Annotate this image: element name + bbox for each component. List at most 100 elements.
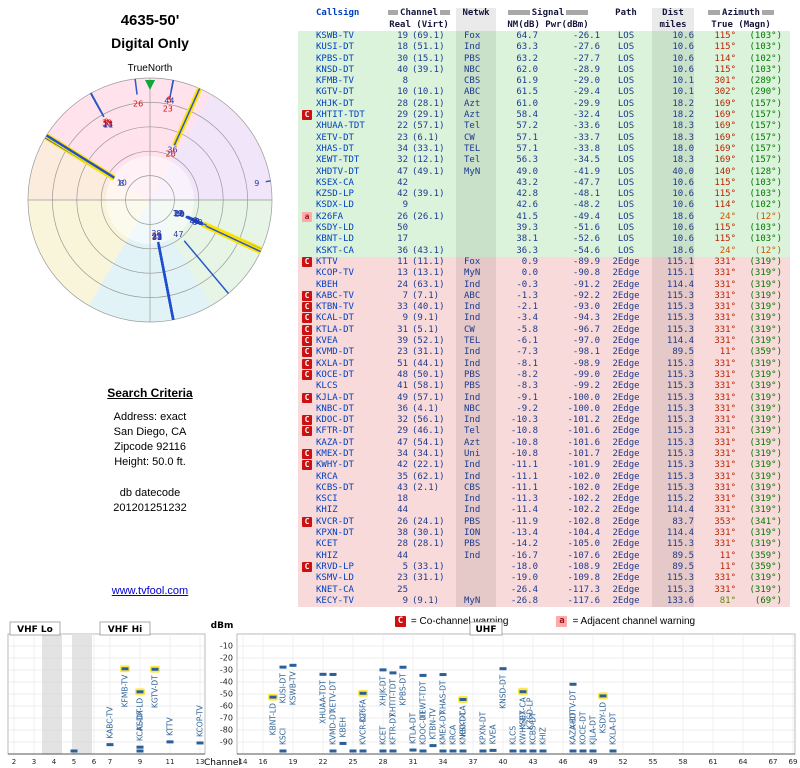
warning-flag: C — [302, 426, 316, 437]
callsign-link[interactable]: KTTV — [316, 256, 338, 267]
callsign-link[interactable]: KSWB-TV — [316, 31, 354, 41]
callsign-link[interactable]: KFTR-DT — [316, 426, 354, 437]
callsign-link[interactable]: KSEX-CA — [316, 177, 354, 188]
callsign-link[interactable]: XHJK-DT — [316, 98, 354, 109]
cell-azimuth-magn: (319°) — [749, 290, 782, 301]
callsign-link[interactable]: XHAS-DT — [316, 143, 354, 154]
callsign-link[interactable]: KCAL-DT — [316, 313, 354, 324]
callsign-link[interactable]: KTBN-TV — [316, 302, 354, 313]
callsign-link[interactable]: XHUAA-TDT — [316, 121, 365, 132]
callsign-link[interactable]: KHIZ — [316, 505, 338, 516]
cell-nm-db: 39.3 — [516, 223, 538, 234]
cell-nm-db: 43.2 — [516, 177, 538, 188]
tvfool-link[interactable]: www.tvfool.com — [111, 585, 189, 597]
callsign-link[interactable]: KHIZ — [316, 550, 338, 561]
cell-azimuth-magn: (103°) — [749, 189, 782, 200]
cell-network — [456, 584, 496, 596]
cell-azimuth-magn: (359°) — [749, 550, 782, 561]
cell-path: 2Edge — [612, 268, 640, 279]
callsign-link[interactable]: KBEH — [316, 279, 338, 290]
cell-network — [456, 234, 496, 246]
callsign-link[interactable]: XETV-DT — [316, 132, 354, 143]
callsign-link[interactable]: KMEX-DT — [316, 448, 354, 459]
cell-virtual-channel: (46.1) — [412, 426, 445, 437]
legend-adjacent-channel: a= Adjacent channel warning — [556, 616, 695, 627]
cell-pwr-dbm: -99.0 — [572, 369, 600, 380]
radar-channel-label: 11 — [103, 121, 113, 130]
callsign-link[interactable]: KABC-TV — [316, 290, 354, 301]
cell-dist-miles: 10.6 — [652, 189, 694, 201]
callsign-link[interactable]: KJLA-DT — [316, 392, 354, 403]
station-marker: XHTIT-TDT — [389, 671, 398, 717]
station-azimuth-line — [134, 78, 138, 95]
callsign-link[interactable]: K26FA — [316, 211, 344, 222]
callsign-link[interactable]: XHTIT-TDT — [316, 110, 365, 121]
callsign-link[interactable]: KRCA — [316, 471, 338, 482]
warning-flag — [302, 573, 316, 584]
callsign-link[interactable]: KOCE-DT — [316, 369, 354, 380]
callsign-link[interactable]: KGTV-DT — [316, 87, 354, 98]
cell-virtual-channel — [408, 505, 456, 516]
cell-azimuth-true: 115° — [714, 189, 736, 200]
callsign-link[interactable]: KPXN-DT — [316, 528, 354, 539]
callsign-link[interactable]: KSDX-LD — [316, 200, 354, 211]
callsign-link[interactable]: KNSD-DT — [316, 64, 354, 75]
callsign-link[interactable]: KECY-TV — [316, 595, 354, 606]
radar-channel-label: 40 — [175, 210, 185, 219]
cell-azimuth-magn: (319°) — [749, 358, 782, 369]
callsign-link[interactable]: KSMV-LD — [316, 573, 354, 584]
x-tick-label: 55 — [649, 758, 658, 766]
callsign-link[interactable]: XEWT-TDT — [316, 155, 360, 166]
callsign-link[interactable]: KCET — [316, 539, 338, 550]
callsign-link[interactable]: KBNT-LD — [316, 234, 354, 245]
station-marker: KTBN-TV — [429, 707, 438, 748]
callsign-link[interactable]: KRVD-LP — [316, 561, 354, 572]
callsign-link[interactable]: KZSD-LP — [316, 189, 354, 200]
callsign-link[interactable]: KCBS-DT — [316, 482, 354, 493]
cell-real-channel: 5 — [402, 561, 408, 572]
cell-path: LOS — [617, 110, 635, 121]
callsign-link[interactable]: KNET-CA — [316, 584, 354, 595]
callsign-link[interactable]: XHDTV-DT — [316, 166, 360, 177]
station-label: XHAS-DT — [439, 680, 448, 714]
callsign-link[interactable]: KDOC-DT — [316, 415, 354, 426]
callsign-link[interactable]: KVMD-DT — [316, 347, 354, 358]
callsign-link[interactable]: KAZA-DT — [316, 437, 354, 448]
cell-nm-db: 63.2 — [516, 53, 538, 64]
callsign-link[interactable]: KSKT-CA — [316, 245, 354, 256]
cell-real-channel: 47 — [397, 437, 408, 448]
callsign-link[interactable]: KNBC-DT — [316, 403, 354, 414]
callsign-link[interactable]: KCOP-TV — [316, 268, 354, 279]
cell-virtual-channel: (57.1) — [412, 392, 445, 403]
cell-pwr-dbm: -100.0 — [567, 392, 600, 403]
callsign-link[interactable]: KWHY-DT — [316, 460, 354, 471]
callsign-link[interactable]: KPBS-DT — [316, 53, 354, 64]
callsign-link[interactable]: KVCR-DT — [316, 516, 354, 527]
cell-dist-miles: 10.6 — [652, 31, 694, 43]
adjacent-channel-text: = Adjacent channel warning — [572, 616, 696, 627]
cell-virtual-channel — [408, 200, 456, 211]
callsign-link[interactable]: KUSI-DT — [316, 42, 354, 53]
cell-dist-miles: 115.3 — [652, 437, 694, 449]
callsign-link[interactable]: KVEA — [316, 336, 338, 347]
cell-azimuth-magn: (319°) — [749, 256, 782, 267]
callsign-link[interactable]: KLCS — [316, 381, 338, 392]
callsign-link[interactable]: KSDY-LD — [316, 223, 354, 234]
y-tick-label: -50 — [220, 690, 233, 699]
co-channel-warning-icon: C — [302, 347, 312, 358]
callsign-link[interactable]: KTLA-DT — [316, 324, 354, 335]
station-label: KUSI-DT — [279, 673, 288, 704]
callsign-link[interactable]: KXLA-DT — [316, 358, 354, 369]
cell-azimuth-magn: (103°) — [749, 64, 782, 75]
cell-path: 2Edge — [612, 415, 640, 426]
callsign-link[interactable]: KSCI — [316, 494, 338, 505]
callsign-link[interactable]: KFMB-TV — [316, 76, 354, 87]
radar-channel-label: 23 — [152, 232, 162, 241]
station-label: XHJK-DT — [379, 675, 388, 706]
